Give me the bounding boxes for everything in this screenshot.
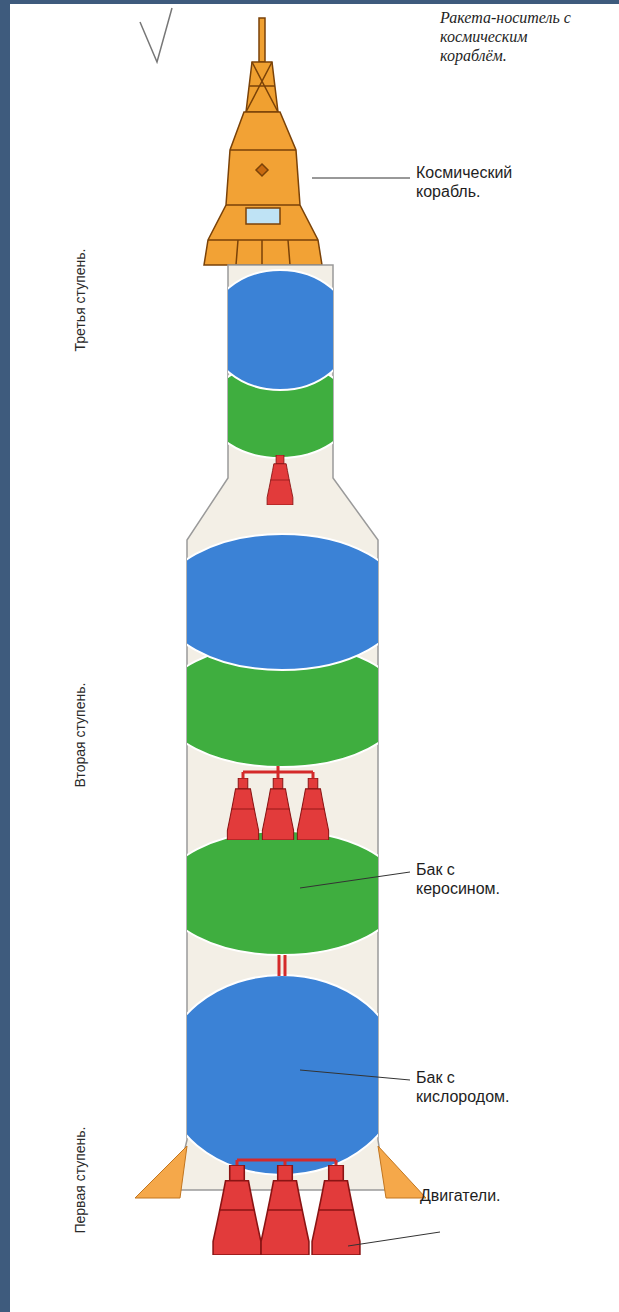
oxygen-tank (160, 534, 404, 670)
frame-strip (0, 0, 10, 1312)
diagram-title: Ракета-носитель с космическим кораблём. (440, 8, 575, 66)
part-label: Двигатели. (420, 1186, 550, 1205)
check-mark (140, 8, 172, 62)
part-label: Бак с кислородом. (416, 1068, 526, 1106)
part-label: Бак с керосином. (416, 860, 526, 898)
engine (213, 455, 360, 1255)
oxygen-tank (162, 975, 402, 1175)
kerosene-tank (162, 831, 402, 955)
escape-tower (246, 18, 278, 112)
frame-strip (0, 0, 619, 4)
spacecraft (204, 112, 322, 265)
part-label: Космический корабль. (416, 163, 546, 201)
oxygen-tank (208, 270, 352, 390)
stage-label: Третья ступень. (72, 249, 89, 352)
stage-label: Вторая ступень. (72, 683, 89, 788)
stage-label: Первая ступень. (72, 1126, 89, 1233)
